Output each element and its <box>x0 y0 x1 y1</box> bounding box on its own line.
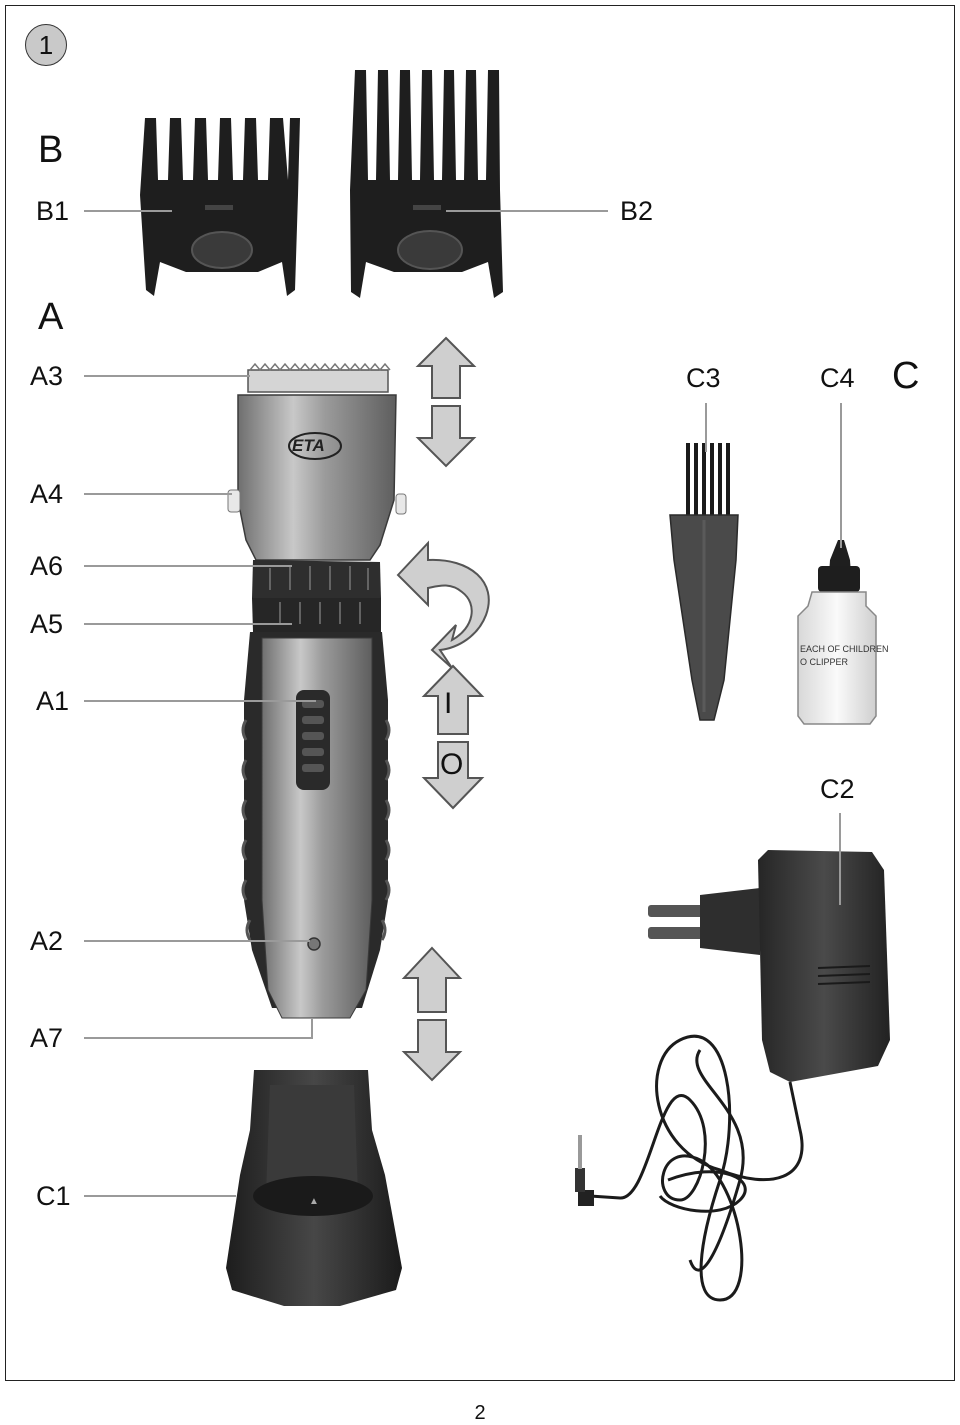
group-a-label: A <box>38 296 64 338</box>
figure-number: 1 <box>38 29 54 60</box>
oil-bottle-c4 <box>797 540 877 725</box>
label-c4: C4 <box>820 363 855 393</box>
label-a1: A1 <box>36 686 70 716</box>
figure-number-badge: 1 <box>25 24 67 66</box>
eta-logo: ETA <box>292 436 325 455</box>
label-a2: A2 <box>30 926 64 956</box>
group-c-label: C <box>892 355 920 397</box>
label-c2: C2 <box>820 774 855 804</box>
group-b-label: B <box>38 129 64 171</box>
label-a7: A7 <box>30 1023 64 1053</box>
attach-comb-arrow <box>415 336 477 468</box>
figure-frame <box>5 5 955 1381</box>
brush-c3 <box>669 443 739 721</box>
label-a5: A5 <box>30 609 64 639</box>
charging-stand-c1: ▲ <box>226 1070 402 1306</box>
bottle-label-line2: O CLIPPER <box>800 657 849 667</box>
label-a6: A6 <box>30 551 64 581</box>
bottle-label-line1: EACH OF CHILDREN <box>800 644 889 654</box>
svg-text:▲: ▲ <box>309 1196 319 1207</box>
label-a4: A4 <box>30 479 64 509</box>
leader-lines <box>84 210 842 1197</box>
label-b2: B2 <box>620 196 654 226</box>
label-b1: B1 <box>36 196 70 226</box>
bottle-label: EACH OF CHILDREN O CLIPPER <box>800 643 889 669</box>
comb-b1 <box>140 118 300 296</box>
switch-on-symbol: I <box>444 687 453 720</box>
label-a3: A3 <box>30 361 64 391</box>
dock-arrow <box>401 946 463 1082</box>
page-number: 2 <box>474 1402 486 1424</box>
switch-arrow <box>421 664 485 810</box>
clipper-body <box>227 362 407 1019</box>
label-c1: C1 <box>36 1181 71 1211</box>
label-c3: C3 <box>686 363 721 393</box>
rotate-dial-arrow <box>396 540 490 669</box>
adapter-c2 <box>575 850 890 1302</box>
switch-off-symbol: O <box>440 748 464 781</box>
comb-b2 <box>350 70 503 298</box>
